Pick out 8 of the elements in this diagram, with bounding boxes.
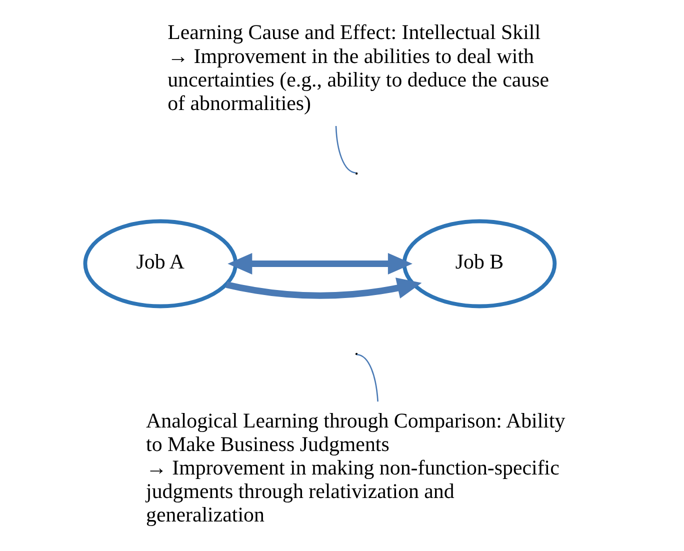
connector — [356, 354, 378, 402]
node-text: Analogical Learning through Comparison: Ability to Make Business Judgments → Improvement in making non-function-specific judgments through relativization and generalization — [146, 408, 565, 527]
arrow — [225, 278, 422, 299]
arrow — [227, 253, 412, 274]
node-ellipse: Job A — [82, 219, 238, 308]
connector — [334, 126, 356, 174]
node-ellipse: Job B — [402, 219, 556, 308]
node-text: Learning Cause and Effect: Intellectual Skill → Improvement in the abilities to deal with uncertainties (e.g., ability to deduce the cause of abnormalities) — [167, 20, 548, 115]
